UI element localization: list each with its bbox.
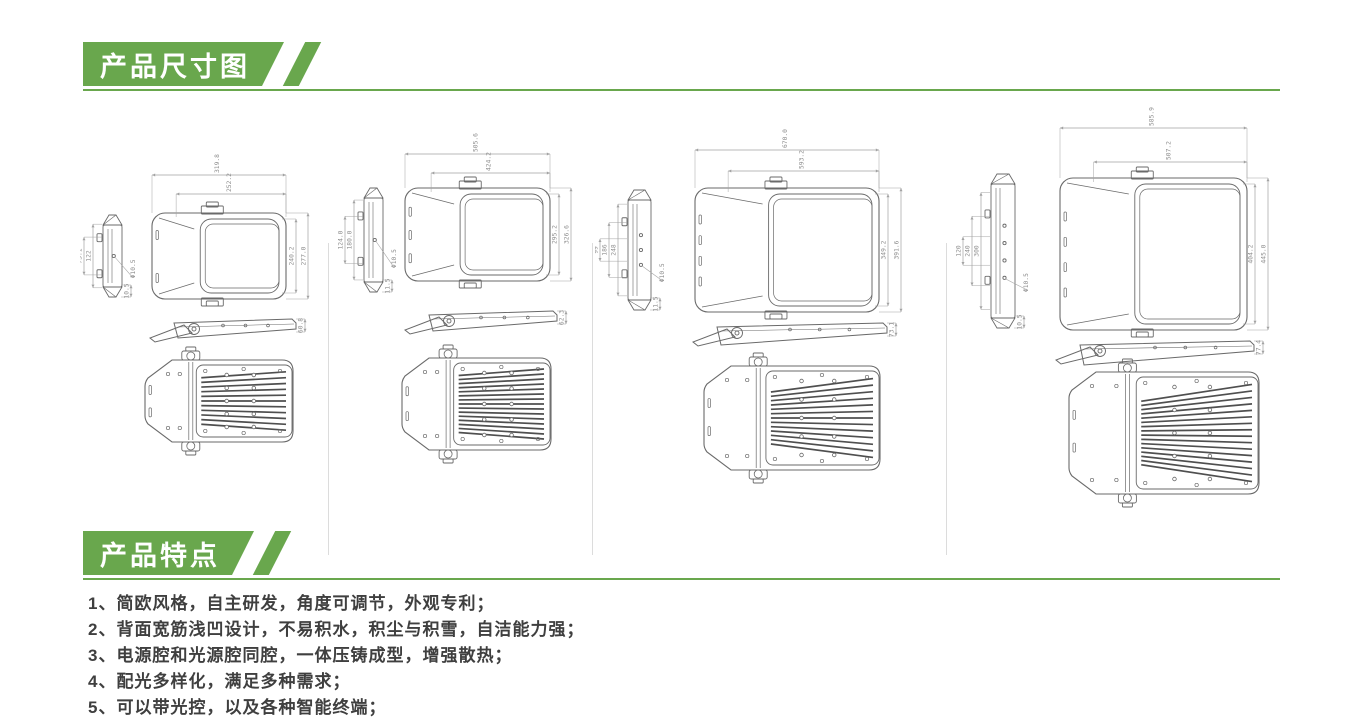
dim-label: 248: [611, 244, 618, 256]
dim-label: 60.8: [298, 318, 305, 333]
dim-label: 326.6: [564, 225, 571, 244]
dim-label: 77.4: [1256, 340, 1263, 355]
section-title-features: 产品特点: [100, 540, 220, 571]
dim-label: 10.5: [1017, 314, 1024, 329]
section-banner-box: 产品尺寸图: [83, 42, 284, 86]
section-underline: [83, 89, 1280, 91]
dim-label: 252.2: [226, 173, 233, 192]
section-banner-box: 产品特点: [83, 531, 254, 575]
dim-label: 122: [86, 250, 93, 262]
dim-label: Φ10.5: [391, 249, 398, 268]
dim-label: 295.2: [552, 225, 559, 244]
dim-label: 73.1: [80, 248, 84, 263]
dim-label: 240: [965, 245, 972, 257]
dim-label: 73.1: [889, 322, 896, 337]
section-header-features: 产品特点: [83, 531, 1280, 580]
section-header-dimensions: 产品尺寸图: [83, 42, 1280, 91]
section-title-dimensions: 产品尺寸图: [100, 51, 250, 82]
dim-label: 319.8: [214, 154, 221, 173]
dim-label: Φ10.5: [1023, 273, 1030, 292]
dim-label: 670.0: [782, 129, 789, 148]
dim-label: 11.5: [385, 278, 392, 293]
dim-label: 62.3: [559, 310, 566, 325]
group-divider: [946, 243, 947, 555]
dim-label: 186: [602, 244, 609, 256]
dim-label: 585.9: [1149, 107, 1156, 126]
dim-label: 424.2: [486, 152, 493, 171]
banner-slash-icon: [252, 531, 292, 575]
dim-label: 349.2: [881, 240, 888, 259]
feature-item: 3、电源腔和光源腔同腔，一体压铸成型，增强散热；: [88, 646, 513, 665]
dim-label: 240.2: [289, 246, 296, 265]
dim-label: 300: [974, 245, 981, 257]
dim-label: 180.0: [347, 230, 354, 249]
group-divider: [328, 243, 329, 555]
dim-label: 404.2: [1248, 244, 1255, 263]
feature-item: 4、配光多样化，满足多种需求；: [88, 672, 351, 691]
features-list: 1、简欧风格，自主研发，角度可调节，外观专利； 2、背面宽筋浅凹设计，不易积水，…: [88, 591, 584, 721]
feature-item: 1、简欧风格，自主研发，角度可调节，外观专利；: [88, 594, 495, 613]
dim-label: 391.6: [894, 240, 901, 259]
feature-item: 5、可以带光控，以及各种智能终端；: [88, 698, 387, 717]
dim-label: 10.5: [124, 283, 131, 298]
dim-label: 277.0: [301, 246, 308, 265]
banner-slash-icon: [282, 42, 322, 86]
dim-label: Φ10.5: [659, 263, 666, 282]
feature-item: 2、背面宽筋浅凹设计，不易积水，积尘与积雪，自洁能力强；: [88, 620, 585, 639]
dim-label: 11.5: [653, 296, 660, 311]
section-underline: [83, 578, 1280, 580]
dim-label: 505.6: [473, 133, 480, 152]
dim-label: 507.2: [1165, 141, 1172, 160]
dim-label: 593.2: [799, 150, 806, 169]
dim-label: 124.0: [338, 230, 345, 249]
dim-label: Φ10.5: [130, 259, 137, 278]
group-divider: [592, 243, 593, 555]
dim-label: 99: [595, 246, 600, 254]
dim-label: 445.0: [1261, 244, 1268, 263]
dim-label: 120: [956, 245, 963, 257]
